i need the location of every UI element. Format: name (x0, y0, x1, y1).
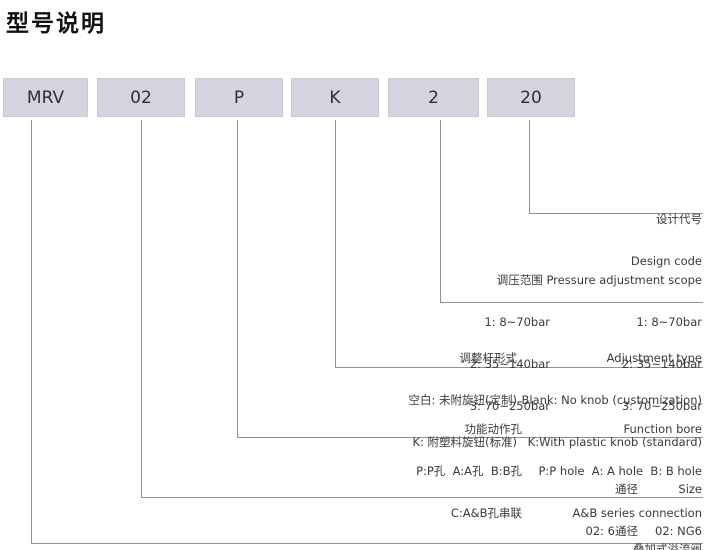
adjustment-header-en: Adjustment type (606, 351, 702, 365)
pressure-row: 3: 70~250bar 3: 70~250bar (400, 399, 702, 413)
connector-h-adjustment (335, 367, 703, 368)
model-box-design-code: 20 (487, 78, 575, 117)
model-box-size: 02 (97, 78, 185, 117)
connector-v-function (237, 120, 238, 437)
section-function-bore: 功能动作孔 Function bore P:P孔 A:A孔 B:B孔 P:P h… (220, 394, 702, 548)
connector-v-size (141, 120, 142, 497)
function-header-en: Function bore (623, 422, 702, 436)
size-row: 02: 6通径 02: NG6 (400, 524, 702, 538)
section-product-name: 叠加式溢流阀 Modular relief valves (480, 514, 702, 550)
function-row: P:P孔 A:A孔 B:B孔 P:P hole A: A hole B: B h… (220, 464, 702, 478)
section-size: 通径 Size 02: 6通径 02: NG6 03: 10通径 03: NG1… (400, 454, 702, 550)
pressure-row-en: 2: 35~140bar (621, 357, 702, 371)
function-row-en: A&B series connection (572, 506, 702, 520)
pressure-row: 2: 35~140bar 2: 35~140bar (400, 357, 702, 371)
connector-v-mrv (31, 120, 32, 543)
size-row-zh: 02: 6通径 (585, 524, 638, 538)
page-title: 型号说明 (6, 11, 106, 37)
adjustment-row-en: K:With plastic knob (standard) (527, 435, 702, 449)
model-box-pressure: 2 (388, 78, 479, 117)
model-box-adjustment: K (291, 78, 379, 117)
design-code-label-zh: 设计代号 (656, 212, 702, 226)
adjustment-row-zh: 空白: 未附旋钮(定制) (408, 393, 517, 407)
pressure-row-en: 3: 70~250bar (621, 399, 702, 413)
model-box-function: P (195, 78, 283, 117)
function-row: C:A&B孔串联 A&B series connection (220, 506, 702, 520)
connector-v-pressure (440, 120, 441, 302)
connector-h-pressure (440, 302, 703, 303)
connector-h-function (237, 437, 703, 438)
section-adjustment-type: 调整杆形式 Adjustment type 空白: 未附旋钮(定制) Blank… (300, 323, 702, 477)
adjustment-row-zh: K: 附塑料旋钮(标准) (412, 435, 517, 449)
adjustment-row: 空白: 未附旋钮(定制) Blank: No knob (customizati… (300, 393, 702, 407)
adjustment-header-zh: 调整杆形式 (459, 351, 518, 365)
function-header-zh: 功能动作孔 (464, 422, 523, 436)
function-row-zh: P:P孔 A:A孔 B:B孔 (416, 464, 522, 478)
size-header-en: Size (678, 482, 702, 496)
adjustment-row: K: 附塑料旋钮(标准) K:With plastic knob (standa… (300, 435, 702, 449)
pressure-row: 1: 8~70bar 1: 8~70bar (400, 315, 702, 329)
design-code-label-en: Design code (630, 254, 702, 268)
size-row-en: 02: NG6 (655, 524, 702, 538)
product-name-zh: 叠加式溢流阀 (633, 542, 702, 550)
pressure-row-zh: 1: 8~70bar (484, 315, 550, 329)
function-row-en: P:P hole A: A hole B: B hole (538, 464, 703, 478)
size-header-zh: 通径 (615, 482, 638, 496)
connector-v-design-code (529, 120, 530, 213)
function-header-row: 功能动作孔 Function bore (220, 422, 703, 436)
connector-v-adjustment (335, 120, 336, 367)
model-box-mrv: MRV (3, 78, 88, 117)
connector-h-size (141, 497, 703, 498)
section-pressure-scope: 调压范围 Pressure adjustment scope 1: 8~70ba… (400, 245, 702, 441)
adjustment-row-en: Blank: No knob (customization) (521, 393, 702, 407)
pressure-row-zh: 2: 35~140bar (469, 357, 550, 371)
connector-h-product (31, 543, 703, 544)
function-row-zh: C:A&B孔串联 (450, 506, 522, 520)
adjustment-header-row: 调整杆形式 Adjustment type (300, 351, 703, 365)
connector-h-design-code (529, 213, 703, 214)
pressure-row-zh: 3: 70~250bar (469, 399, 550, 413)
pressure-row-en: 1: 8~70bar (636, 315, 702, 329)
section-design-code: 设计代号 Design code (500, 184, 702, 296)
size-header-row: 通径 Size (400, 482, 702, 496)
pressure-scope-header: 调压范围 Pressure adjustment scope (496, 273, 702, 287)
